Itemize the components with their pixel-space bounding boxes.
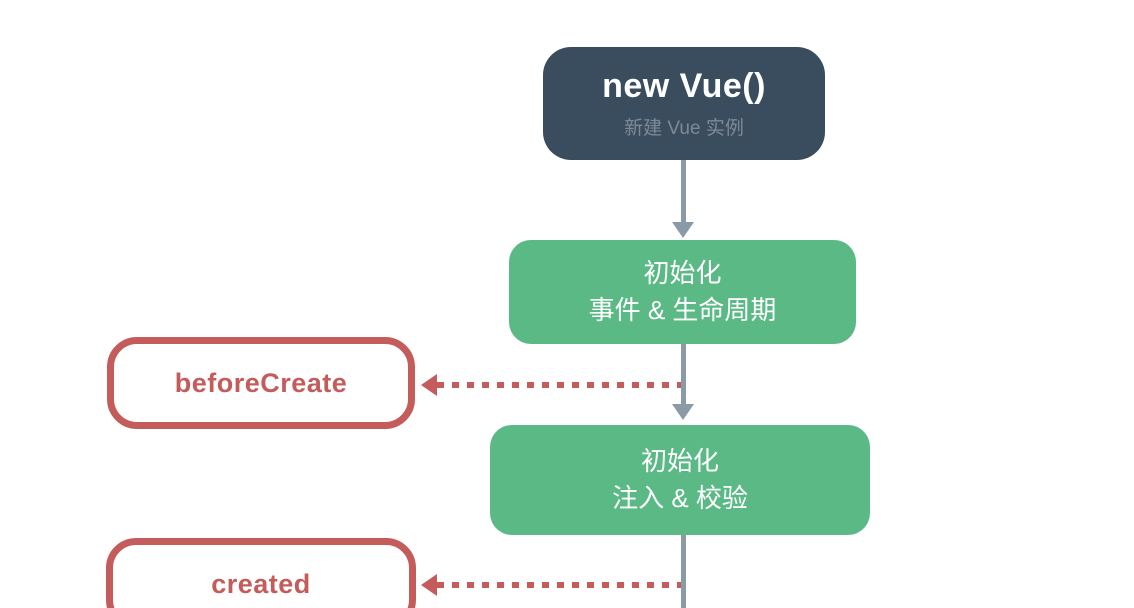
- step-line1: 初始化: [643, 258, 722, 288]
- step-line2: 事件 & 生命周期: [588, 295, 777, 325]
- connector-line: [681, 344, 686, 404]
- dashed-connector: [437, 582, 683, 588]
- node-new-vue: new Vue() 新建 Vue 实例: [543, 47, 825, 160]
- connector-line: [681, 160, 686, 222]
- step-line1: 初始化: [640, 446, 719, 476]
- arrowhead-left-icon: [421, 374, 437, 396]
- arrow-down-icon: [672, 404, 694, 420]
- node-new-vue-title: new Vue(): [602, 67, 766, 105]
- step-line2: 注入 & 校验: [612, 483, 748, 513]
- arrow-down-icon: [672, 222, 694, 238]
- node-init-injections-validation: 初始化 注入 & 校验: [490, 425, 870, 535]
- hook-beforecreate: beforeCreate: [107, 337, 415, 429]
- arrowhead-left-icon: [421, 574, 437, 596]
- node-init-events-lifecycle: 初始化 事件 & 生命周期: [509, 240, 856, 344]
- hook-created: created: [106, 538, 416, 608]
- hook-beforecreate-label: beforeCreate: [174, 367, 348, 398]
- hook-created-label: created: [211, 568, 311, 599]
- dashed-connector: [437, 382, 683, 388]
- connector-line: [681, 535, 686, 608]
- node-new-vue-subtitle: 新建 Vue 实例: [624, 118, 744, 139]
